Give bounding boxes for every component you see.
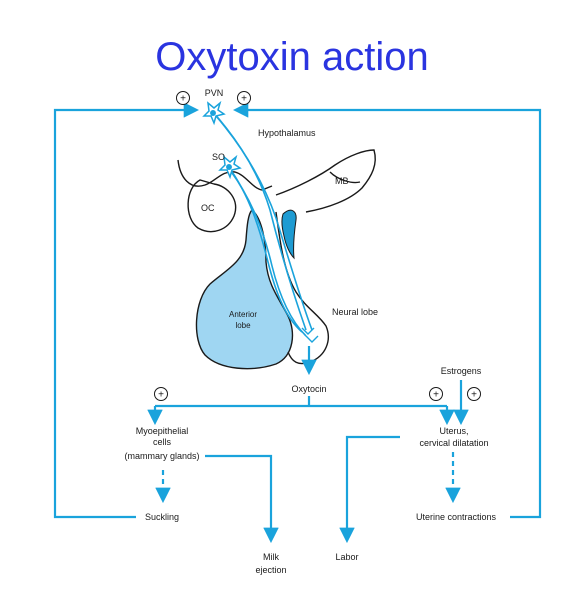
uterus-label-1: Uterus, <box>439 426 468 436</box>
so-neuron <box>218 154 242 180</box>
page-title: Oxytoxin action <box>155 35 429 79</box>
estrogens-label: Estrogens <box>441 366 482 376</box>
milk-label-1: Milk <box>263 552 279 562</box>
neural-lobe-label: Neural lobe <box>332 307 378 317</box>
anterior-lobe <box>195 209 294 370</box>
myoepithelial-label-2: cells <box>153 437 172 447</box>
plus-marker-uterus-right: + <box>467 387 481 401</box>
svg-text:+: + <box>180 94 186 105</box>
suckling-label: Suckling <box>145 512 179 522</box>
milk-ejection-path <box>205 454 279 544</box>
dashed-lines <box>155 452 461 504</box>
uterine-feedback-path <box>232 102 542 519</box>
labor-label: Labor <box>335 552 358 562</box>
oxytocin-label: Oxytocin <box>291 384 326 394</box>
hypothalamus-label: Hypothalamus <box>258 128 316 138</box>
axon-terminals <box>301 327 319 343</box>
mammillary-body <box>275 149 376 213</box>
plus-markers: + + + + + <box>154 91 481 401</box>
myoepithelial-label-3: (mammary glands) <box>124 451 199 461</box>
svg-text:+: + <box>471 390 477 401</box>
anterior-lobe-label-2: lobe <box>235 321 251 330</box>
labor-path <box>339 435 400 544</box>
uterine-contractions-label: Uterine contractions <box>416 512 497 522</box>
anatomy <box>177 149 376 233</box>
plus-marker-uterus-left: + <box>429 387 443 401</box>
axons <box>212 111 313 337</box>
labels: PVN SO Hypothalamus MB OC Anterior lobe … <box>124 88 496 575</box>
suckling-feedback-path <box>53 102 200 519</box>
pathway-lines <box>53 102 542 544</box>
hypothalamus-outline <box>177 159 273 191</box>
dark-region <box>281 209 297 260</box>
myoepithelial-label-1: Myoepithelial <box>136 426 189 436</box>
mb-inner <box>329 171 361 184</box>
plus-marker-pvn-left: + <box>176 91 190 105</box>
svg-text:+: + <box>158 390 164 401</box>
svg-text:+: + <box>241 94 247 105</box>
uterus-label-2: cervical dilatation <box>419 438 488 448</box>
optic-chiasm <box>187 179 237 233</box>
mb-label: MB <box>335 176 349 186</box>
plus-marker-myoepithelial: + <box>154 387 168 401</box>
plus-marker-pvn-right: + <box>237 91 251 105</box>
pvn-label: PVN <box>205 88 224 98</box>
pvn-neuron <box>202 100 226 126</box>
svg-text:+: + <box>433 390 439 401</box>
anterior-lobe-label-1: Anterior <box>229 310 257 319</box>
milk-label-2: ejection <box>255 565 286 575</box>
so-label: SO <box>212 152 225 162</box>
oc-label: OC <box>201 203 215 213</box>
